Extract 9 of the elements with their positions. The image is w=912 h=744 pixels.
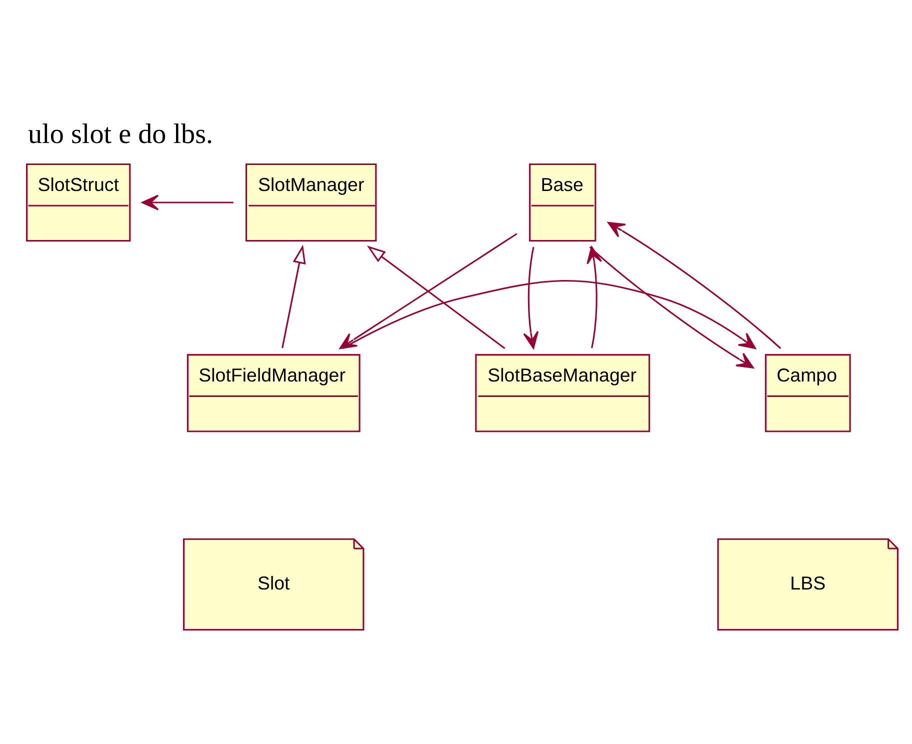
arrow [342,280,756,350]
arrow [282,244,306,348]
arrow [586,246,602,348]
arrow [142,194,234,210]
diagram-title: ulo slot e do lbs. [28,118,214,150]
arrow [523,246,539,349]
arrow [366,246,506,350]
arrow [608,222,782,349]
arrow [589,246,754,368]
